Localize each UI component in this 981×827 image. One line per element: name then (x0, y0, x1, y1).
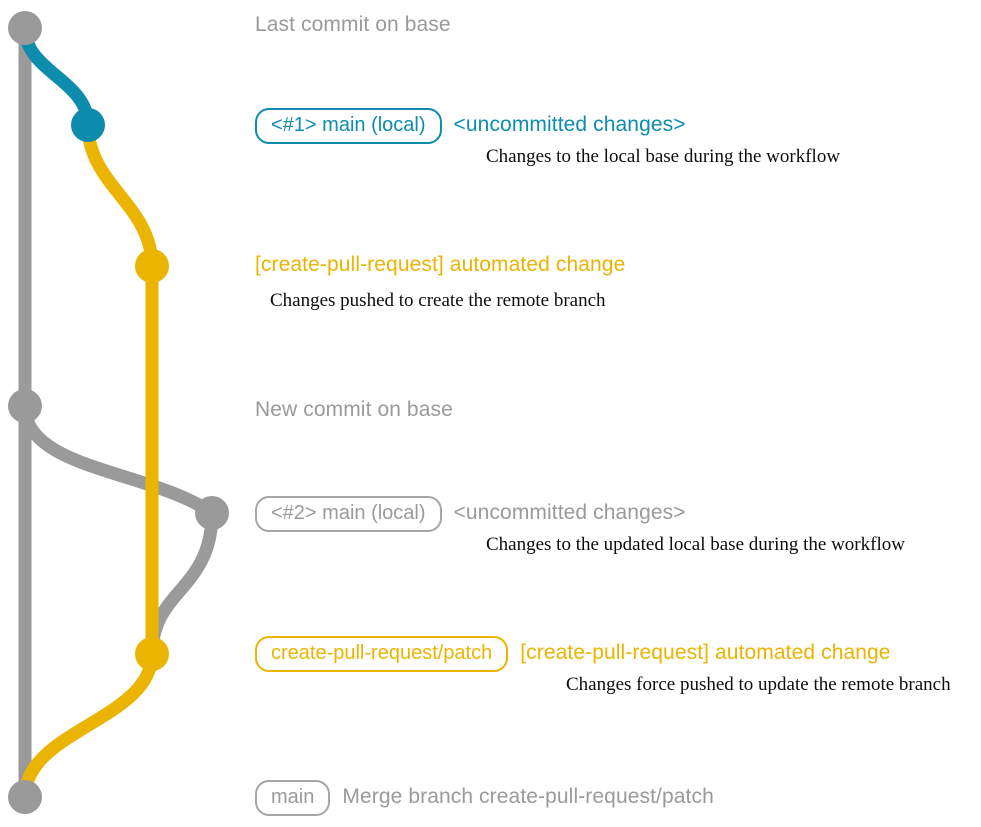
row-merge-commit: main Merge branch create-pull-request/pa… (255, 780, 714, 816)
node-local-main-1[interactable] (71, 108, 105, 142)
node-merge-commit[interactable] (8, 780, 42, 814)
node-automated-change-1[interactable] (135, 249, 169, 283)
edge-local2-to-remote2 (145, 506, 219, 661)
node-local-main-2[interactable] (195, 496, 229, 530)
commit-description-automated-change-2: Changes force pushed to update the remot… (566, 674, 951, 695)
edge-base-to-local2 (18, 399, 219, 520)
ref-badge-create-pull-request-patch[interactable]: create-pull-request/patch (255, 636, 509, 672)
row-local-main-1: <#1> main (local) <uncommitted changes> (255, 108, 686, 144)
commit-subject-automated-change-2: [create-pull-request] automated change (520, 641, 891, 664)
commit-subject-local-main-2: <uncommitted changes> (453, 501, 686, 524)
node-last-commit-on-base[interactable] (8, 11, 42, 45)
row-automated-change-2: create-pull-request/patch [create-pull-r… (255, 636, 891, 672)
commit-subject-automated-change-1: [create-pull-request] automated change (255, 253, 626, 276)
ref-badge-local-main-2[interactable]: <#2> main (local) (255, 496, 442, 532)
ref-badge-local-main-1[interactable]: <#1> main (local) (255, 108, 442, 144)
commit-subject-last-commit-on-base: Last commit on base (255, 13, 451, 36)
ref-badge-main[interactable]: main (255, 780, 331, 816)
row-local-main-2: <#2> main (local) <uncommitted changes> (255, 496, 686, 532)
edge-base-to-local1 (18, 21, 95, 132)
row-automated-change-1: [create-pull-request] automated change (255, 253, 625, 277)
row-last-commit-on-base: Last commit on base (255, 13, 451, 37)
row-new-commit-on-base: New commit on base (255, 398, 453, 422)
commit-description-automated-change-1: Changes pushed to create the remote bran… (270, 290, 606, 311)
node-automated-change-2[interactable] (135, 637, 169, 671)
node-new-commit-on-base[interactable] (8, 389, 42, 423)
edge-remote2-to-merge (18, 647, 159, 804)
commit-subject-local-main-1: <uncommitted changes> (453, 113, 686, 136)
commit-description-local-main-2: Changes to the updated local base during… (486, 534, 905, 555)
commit-description-local-main-1: Changes to the local base during the wor… (486, 146, 841, 167)
commit-subject-new-commit-on-base: New commit on base (255, 398, 453, 421)
commit-subject-merge-commit: Merge branch create-pull-request/patch (342, 785, 714, 808)
edge-local1-to-remote1 (81, 118, 159, 273)
